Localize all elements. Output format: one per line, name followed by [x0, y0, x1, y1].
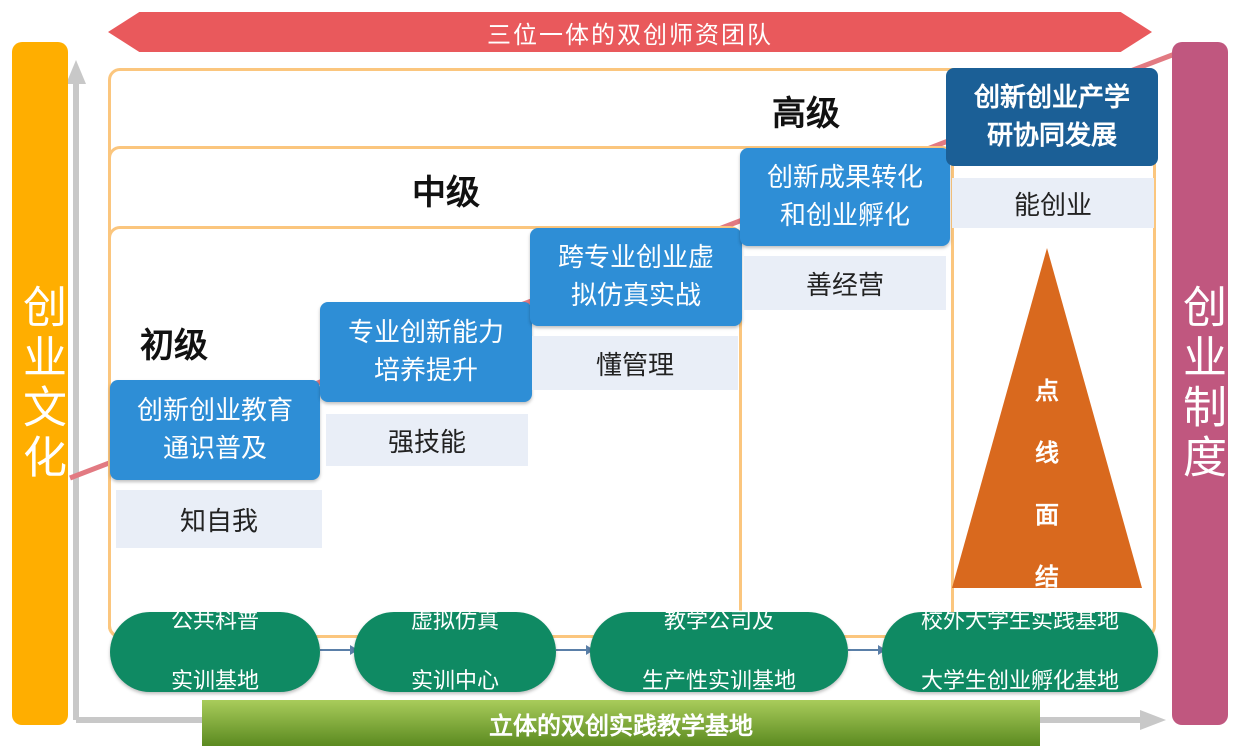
base-1-line1: 公共科普	[170, 609, 259, 634]
level-basic-label: 初级	[140, 326, 208, 366]
bottom-banner: 立体的双创实践教学基地	[202, 700, 1040, 746]
base-1-line2: 实训基地	[170, 669, 259, 694]
base-2-oval: 虚拟仿真 实训中心	[354, 609, 556, 694]
step-4-line1: 创新成果转化	[766, 163, 923, 193]
culture-side-bar: 创业文化	[12, 42, 68, 725]
step-4-line2: 和创业孵化	[779, 201, 910, 231]
step-3-line2: 拟仿真实战	[570, 281, 701, 311]
base-3-oval: 教学公司及 生产性实训基地	[590, 609, 848, 694]
triangle-char-1: 点	[1035, 377, 1059, 405]
triangle-char-2: 线	[1035, 439, 1059, 467]
level-mid-label: 中级	[412, 173, 480, 213]
top-banner: 三位一体的双创师资团队	[108, 12, 1152, 52]
triangle-char-3: 面	[1035, 501, 1059, 529]
triangle-text: 点 线 面 结 合 双创课程	[952, 345, 1142, 715]
step-4-box: 创新成果转化 和创业孵化	[740, 148, 950, 246]
base-4-line1: 校外大学生实践基地	[920, 609, 1119, 634]
step-4-ability: 善经营	[744, 256, 946, 310]
step-1-line1: 创新创业教育	[136, 396, 293, 426]
triangle-char-4: 结	[1035, 563, 1059, 591]
step-2-line2: 培养提升	[373, 356, 478, 386]
step-2-ability: 强技能	[326, 414, 528, 466]
step-3-box: 跨专业创业虚 拟仿真实战	[530, 228, 742, 326]
step-2-box: 专业创新能力 培养提升	[320, 302, 532, 402]
step-3-line1: 跨专业创业虚	[557, 243, 714, 273]
step-1-box: 创新创业教育 通识普及	[110, 380, 320, 480]
level-high-label: 高级	[772, 94, 840, 134]
base-4-oval: 校外大学生实践基地 大学生创业孵化基地	[882, 609, 1158, 694]
step-2-line1: 专业创新能力	[347, 318, 504, 348]
step-5-ability: 能创业	[952, 178, 1154, 228]
base-3-line2: 生产性实训基地	[641, 669, 796, 694]
step-5-line1: 创新创业产学	[973, 83, 1130, 113]
step-3-ability: 懂管理	[532, 336, 738, 390]
base-1-oval: 公共科普 实训基地	[110, 609, 320, 694]
step-5-box: 创新创业产学 研协同发展	[946, 68, 1158, 166]
base-2-line2: 实训中心	[410, 669, 499, 694]
base-4-line2: 大学生创业孵化基地	[920, 669, 1119, 694]
base-3-line1: 教学公司及	[663, 609, 774, 634]
base-2-line1: 虚拟仿真	[410, 609, 499, 634]
step-5-line2: 研协同发展	[986, 121, 1117, 151]
step-1-ability: 知自我	[116, 490, 322, 548]
step-1-line2: 通识普及	[162, 434, 267, 464]
system-side-bar: 创业制度	[1172, 42, 1228, 725]
